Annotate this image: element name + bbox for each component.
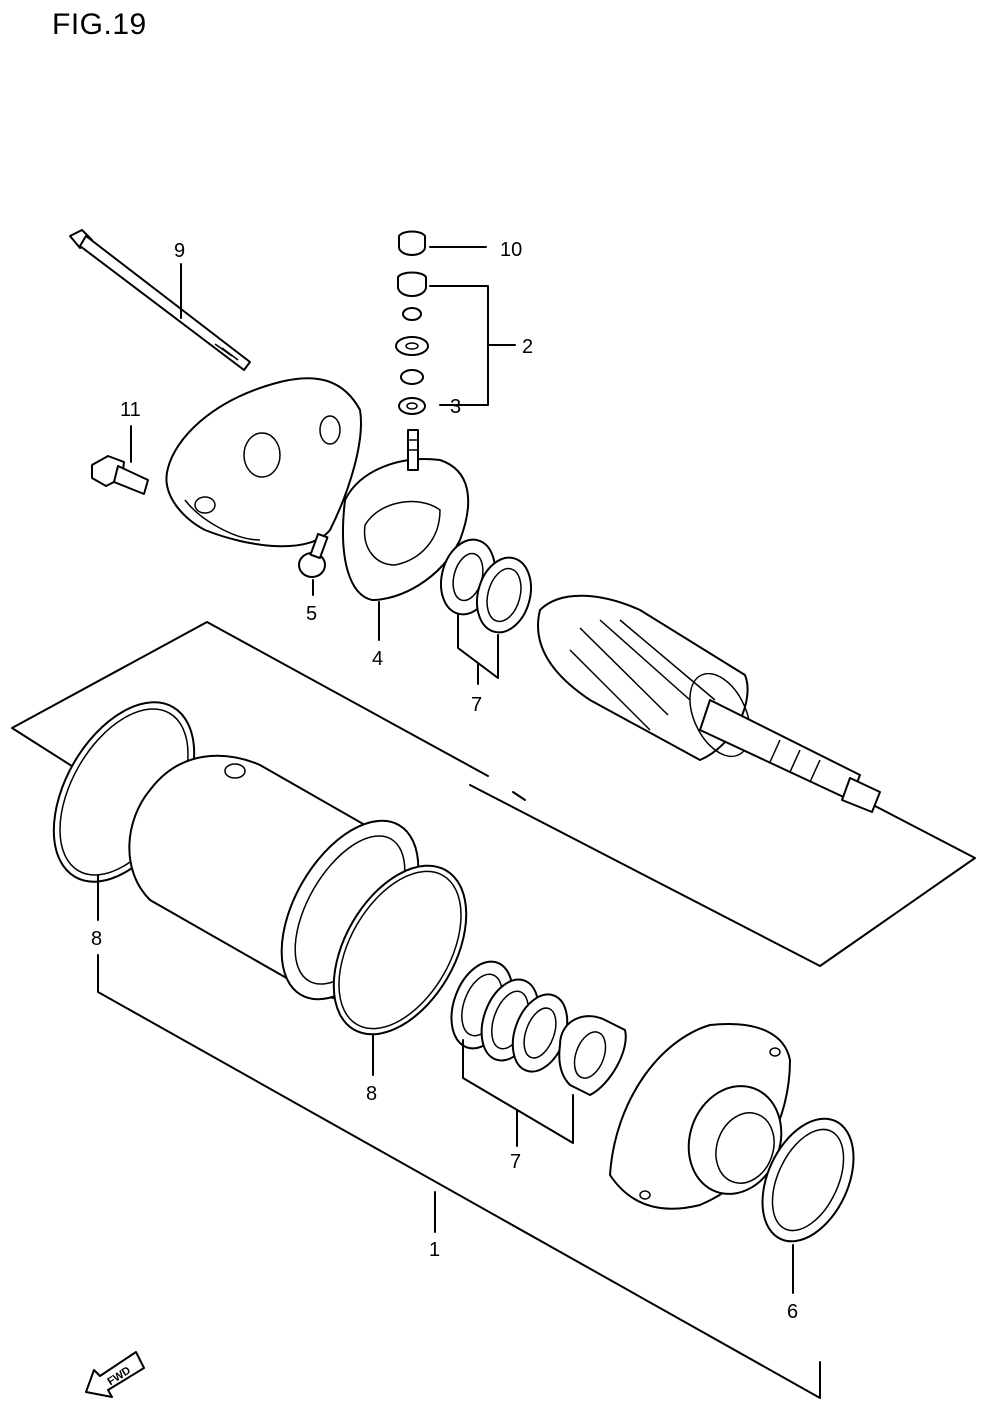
terminal-hardware-set <box>395 271 429 415</box>
forward-direction-arrow: FWD <box>85 1351 145 1398</box>
callout-5: 5 <box>306 603 317 625</box>
lower-shim-washers <box>450 960 627 1096</box>
mounting-bolt <box>91 455 149 495</box>
callout-2: 2 <box>522 336 533 358</box>
callout-7-upper: 7 <box>471 694 482 716</box>
upper-shim-washers <box>440 538 532 634</box>
callout-3: 3 <box>450 396 461 418</box>
rear-end-cover <box>165 377 362 548</box>
figure-title: FIG.19 <box>52 8 147 41</box>
armature <box>537 594 881 813</box>
callout-8-left: 8 <box>91 928 102 950</box>
callout-7-lower: 7 <box>510 1151 521 1173</box>
cap-nut <box>398 230 426 256</box>
o-ring-middle <box>332 864 468 1036</box>
callout-9: 9 <box>174 240 185 262</box>
callout-6: 6 <box>787 1301 798 1323</box>
leader-lines <box>97 246 821 1399</box>
through-bolt <box>69 229 251 371</box>
callout-8-middle: 8 <box>366 1083 377 1105</box>
end-gasket-ring <box>761 1117 855 1243</box>
front-end-cover <box>609 1023 791 1210</box>
assembly-reference-frame <box>11 621 976 967</box>
callout-10: 10 <box>500 239 522 261</box>
brush-holder <box>342 429 470 601</box>
terminal-nut <box>298 532 329 578</box>
callout-4: 4 <box>372 648 383 670</box>
callout-11: 11 <box>120 399 141 421</box>
callout-1: 1 <box>429 1239 440 1261</box>
callout-numbers: 9 10 2 3 11 5 4 7 8 8 7 1 6 <box>91 239 798 1323</box>
